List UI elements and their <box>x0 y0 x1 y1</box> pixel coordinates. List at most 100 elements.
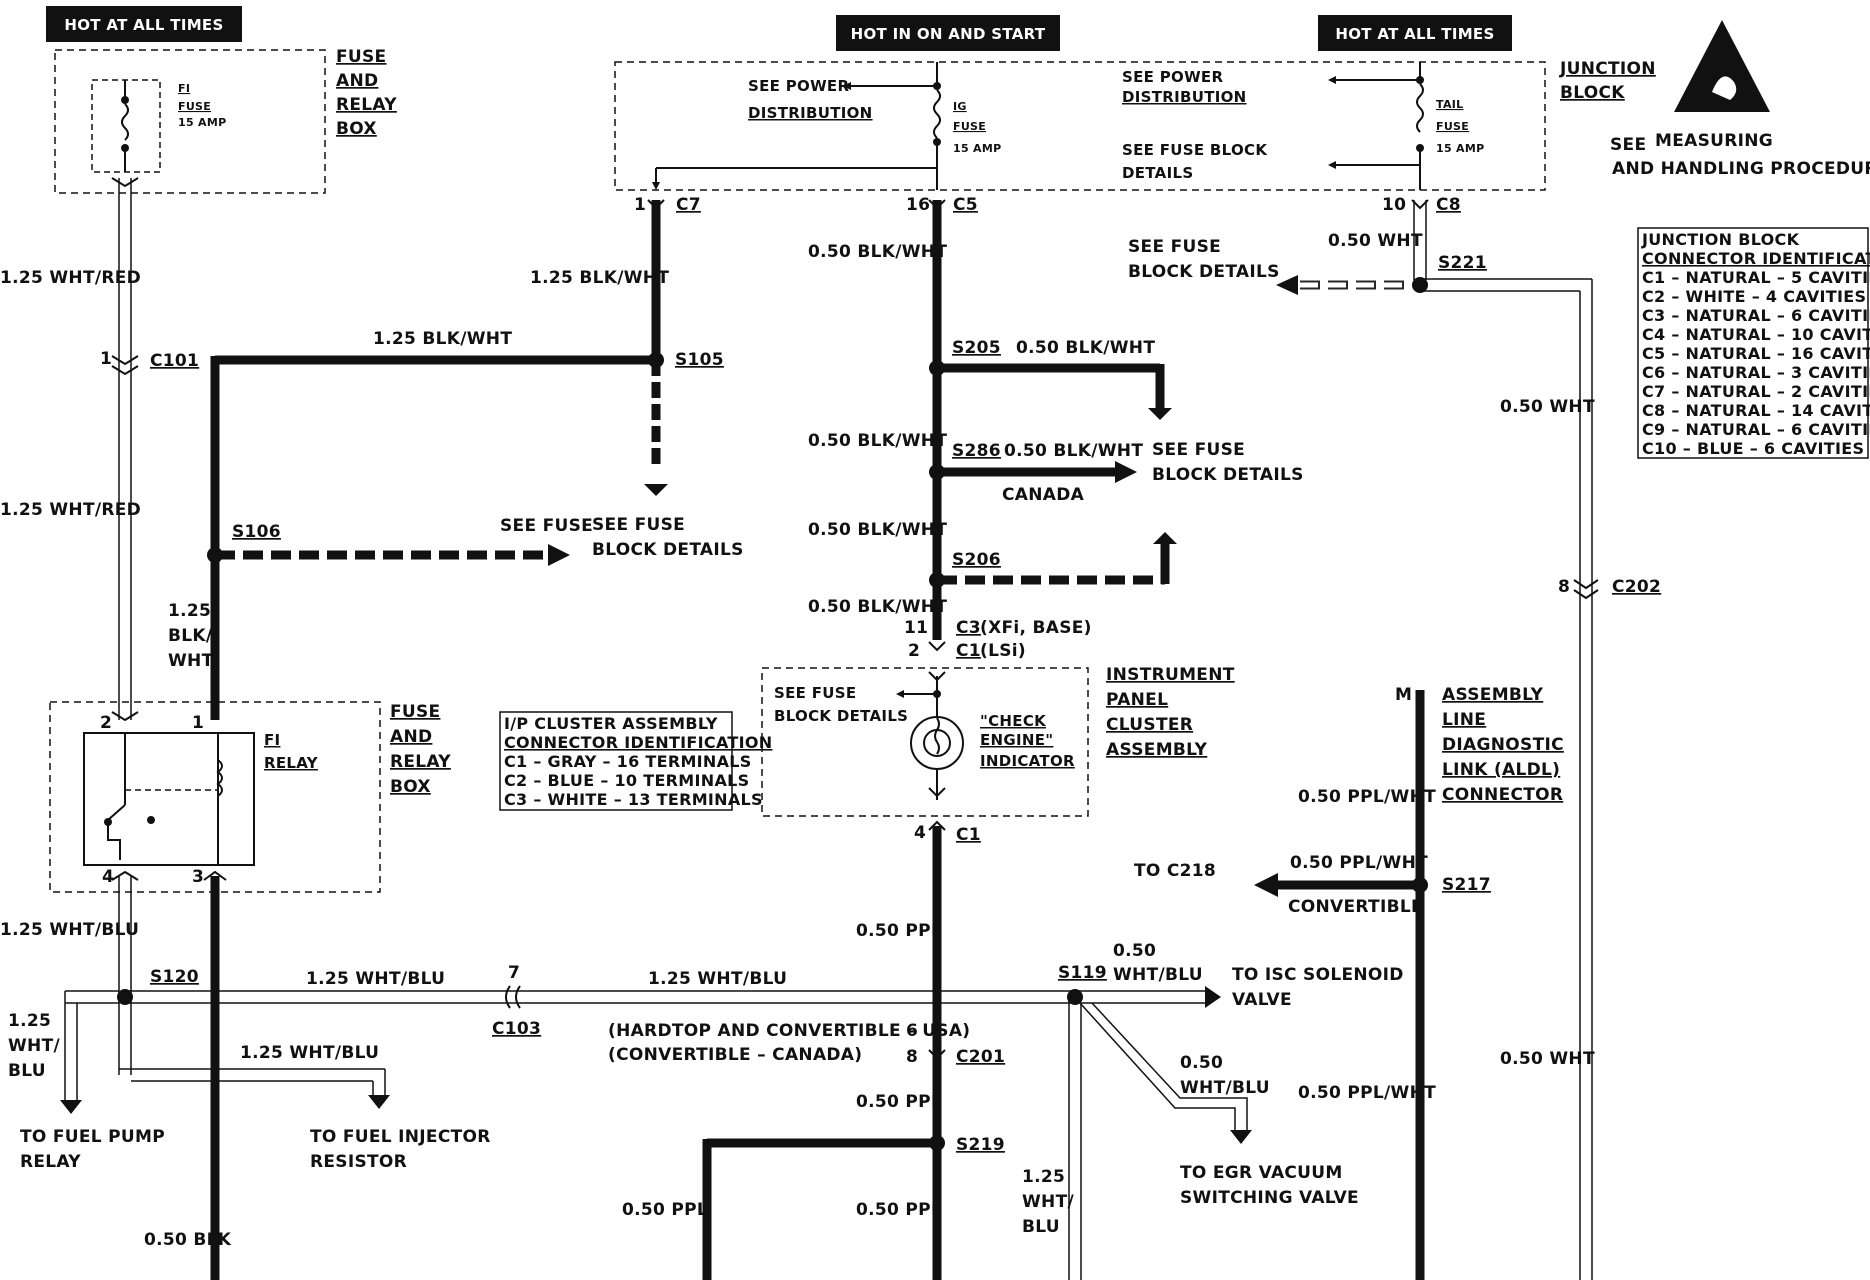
svg-text:WHT/: WHT/ <box>1022 1192 1074 1212</box>
svg-text:ENGINE": ENGINE" <box>980 731 1053 749</box>
svg-text:1.25 BLK/WHT: 1.25 BLK/WHT <box>373 329 512 349</box>
svg-text:1.25: 1.25 <box>1022 1167 1065 1187</box>
svg-text:0.50 PPL: 0.50 PPL <box>622 1200 708 1220</box>
svg-text:C1 – GRAY – 16 TERMINALS: C1 – GRAY – 16 TERMINALS <box>504 752 752 771</box>
svg-text:1: 1 <box>100 349 112 369</box>
splice-s119: S119 <box>1058 963 1107 983</box>
svg-text:C6 – NATURAL – 3 CAVITIES: C6 – NATURAL – 3 CAVITIES <box>1642 363 1870 382</box>
fi-fuse-name: FI <box>178 82 190 95</box>
svg-text:BLOCK DETAILS: BLOCK DETAILS <box>1128 262 1280 282</box>
svg-text:1.25: 1.25 <box>168 601 211 621</box>
see-fuse-block-1-line2: BLOCK DETAILS <box>592 540 744 560</box>
svg-text:10: 10 <box>1382 195 1406 215</box>
svg-text:HOT AT ALL TIMES: HOT AT ALL TIMES <box>1335 25 1494 43</box>
box-title-2: AND <box>336 71 378 91</box>
splice-s217: S217 <box>1442 875 1491 895</box>
svg-text:BLOCK DETAILS: BLOCK DETAILS <box>1152 465 1304 485</box>
svg-text:C8 – NATURAL – 14 CAVITIES: C8 – NATURAL – 14 CAVITIES <box>1642 401 1870 420</box>
svg-text:TO ISC SOLENOID: TO ISC SOLENOID <box>1232 965 1404 985</box>
wire-wht-c8: 10 C8 0.50 WHT S221 0.50 WHT 8 C202 0.50… <box>1276 195 1661 1280</box>
svg-text:RELAY: RELAY <box>20 1152 81 1172</box>
svg-text:(LSi): (LSi) <box>980 641 1026 661</box>
svg-text:0.50 PPL/WHT: 0.50 PPL/WHT <box>1298 1083 1436 1103</box>
svg-text:HOT AT ALL TIMES: HOT AT ALL TIMES <box>64 16 223 34</box>
see-fuse-block-1-line1: SEE FUSE <box>592 515 685 535</box>
connector-c5: C5 <box>953 195 978 215</box>
wire-blk-wht-c5: 16 C5 0.50 BLK/WHT 0.50 BLK/WHT 0.50 BLK… <box>808 195 1304 661</box>
svg-text:C2 – WHITE – 4 CAVITIES: C2 – WHITE – 4 CAVITIES <box>1642 287 1866 306</box>
splice-s205: S205 <box>952 338 1001 358</box>
svg-text:C5 – NATURAL – 16 CAVITIES: C5 – NATURAL – 16 CAVITIES <box>1642 344 1870 363</box>
connector-c202: C202 <box>1612 577 1661 597</box>
splice-s106-group: S106 1.25 BLK/ WHT <box>168 522 570 671</box>
svg-text:C4 – NATURAL – 10 CAVITIES: C4 – NATURAL – 10 CAVITIES <box>1642 325 1870 344</box>
svg-text:TO FUEL INJECTOR: TO FUEL INJECTOR <box>310 1127 491 1147</box>
svg-text:C10 – BLUE – 6 CAVITIES: C10 – BLUE – 6 CAVITIES <box>1642 439 1864 458</box>
svg-text:0.50 WHT: 0.50 WHT <box>1328 231 1423 251</box>
svg-text:SEE: SEE <box>1610 135 1646 155</box>
svg-text:MEASURING: MEASURING <box>1655 131 1773 151</box>
junction-block: SEE POWER DISTRIBUTION IG FUSE 15 AMP SE… <box>614 59 1656 191</box>
fuse-relay-box-top: FI FUSE 15 AMP FUSE AND RELAY BOX <box>54 47 397 194</box>
wire-wht-blu: 0.50 BLK 1.25 WHT/BLU S120 7 C103 1.25 W… <box>0 870 1075 1280</box>
svg-text:1: 1 <box>192 713 204 733</box>
svg-text:WHT/BLU: WHT/BLU <box>1113 965 1203 985</box>
svg-text:IG: IG <box>953 100 967 113</box>
svg-text:CONNECTOR IDENTIFICATION: CONNECTOR IDENTIFICATION <box>1642 249 1870 268</box>
svg-text:CONVERTIBLE: CONVERTIBLE <box>1288 897 1423 917</box>
connector-c8: C8 <box>1436 195 1461 215</box>
svg-text:1: 1 <box>634 195 646 215</box>
svg-text:2: 2 <box>908 641 920 661</box>
fi-fuse-rating: 15 AMP <box>178 116 226 129</box>
svg-text:(CONVERTIBLE – CANADA): (CONVERTIBLE – CANADA) <box>608 1045 862 1065</box>
svg-text:INSTRUMENT: INSTRUMENT <box>1106 665 1235 685</box>
svg-text:0.50 WHT: 0.50 WHT <box>1500 397 1595 417</box>
svg-text:TO FUEL PUMP: TO FUEL PUMP <box>20 1127 165 1147</box>
svg-text:DISTRIBUTION: DISTRIBUTION <box>1122 88 1247 106</box>
svg-text:M: M <box>1395 685 1412 705</box>
svg-text:4: 4 <box>102 867 114 887</box>
svg-text:SEE FUSE: SEE FUSE <box>1128 237 1221 257</box>
wire-wht-red: 1.25 WHT/RED 1.25 WHT/RED 1 C101 <box>0 177 199 722</box>
svg-text:SEE POWER: SEE POWER <box>748 77 849 95</box>
splice-s206: S206 <box>952 550 1001 570</box>
svg-text:WHT: WHT <box>168 651 214 671</box>
svg-text:RESISTOR: RESISTOR <box>310 1152 407 1172</box>
svg-text:2: 2 <box>100 713 112 733</box>
wire-ppl-wht-aldl: M ASSEMBLY LINE DIAGNOSTIC LINK (ALDL) C… <box>1134 685 1564 1280</box>
svg-text:C3 – NATURAL – 6 CAVITIES: C3 – NATURAL – 6 CAVITIES <box>1642 306 1870 325</box>
svg-text:LINK (ALDL): LINK (ALDL) <box>1442 760 1560 780</box>
svg-text:TO C218: TO C218 <box>1134 861 1216 881</box>
svg-text:0.50 PPL: 0.50 PPL <box>856 921 942 941</box>
svg-text:SEE FUSE BLOCK: SEE FUSE BLOCK <box>1122 141 1268 159</box>
svg-text:SEE FUSE: SEE FUSE <box>1152 440 1245 460</box>
box-title-1: FUSE <box>336 47 386 67</box>
svg-text:0.50 BLK/WHT: 0.50 BLK/WHT <box>1016 338 1155 358</box>
svg-text:SWITCHING VALVE: SWITCHING VALVE <box>1180 1188 1359 1208</box>
wire-blk-wht-c7: 1 C7 1.25 BLK/WHT 1.25 BLK/WHT S105 SEE … <box>210 195 724 720</box>
wire-ppl: 4 C1 0.50 PPL (HARDTOP AND CONVERTIBLE –… <box>608 820 1005 1280</box>
svg-text:0.50: 0.50 <box>1113 941 1156 961</box>
wire-label-wht-red-2: 1.25 WHT/RED <box>0 500 141 520</box>
svg-text:7: 7 <box>508 963 520 983</box>
svg-text:0.50 WHT: 0.50 WHT <box>1500 1049 1595 1069</box>
svg-text:VALVE: VALVE <box>1232 990 1292 1010</box>
svg-text:DIAGNOSTIC: DIAGNOSTIC <box>1442 735 1564 755</box>
svg-text:8: 8 <box>1558 577 1570 597</box>
splice-s120: S120 <box>150 967 199 987</box>
svg-text:ASSEMBLY: ASSEMBLY <box>1442 685 1544 705</box>
svg-text:(XFi, BASE): (XFi, BASE) <box>980 618 1092 638</box>
hot-at-all-times-left-badge: HOT AT ALL TIMES <box>46 6 242 42</box>
svg-text:BLU: BLU <box>1022 1217 1060 1237</box>
svg-text:RELAY: RELAY <box>390 752 451 772</box>
svg-text:0.50 BLK/WHT: 0.50 BLK/WHT <box>808 431 947 451</box>
esd-warning-icon: SEE MEASURING AND HANDLING PROCEDURES <box>1610 20 1870 179</box>
svg-text:1.25 WHT/BLU: 1.25 WHT/BLU <box>240 1043 379 1063</box>
svg-text:AND: AND <box>390 727 432 747</box>
svg-text:C3 – WHITE – 13 TERMINALS: C3 – WHITE – 13 TERMINALS <box>504 790 763 809</box>
svg-text:1.25 WHT/BLU: 1.25 WHT/BLU <box>0 920 139 940</box>
svg-text:BOX: BOX <box>390 777 431 797</box>
connector-c103: C103 <box>492 1019 541 1039</box>
svg-text:16: 16 <box>906 195 930 215</box>
svg-text:0.50 PPL/WHT: 0.50 PPL/WHT <box>1290 853 1428 873</box>
